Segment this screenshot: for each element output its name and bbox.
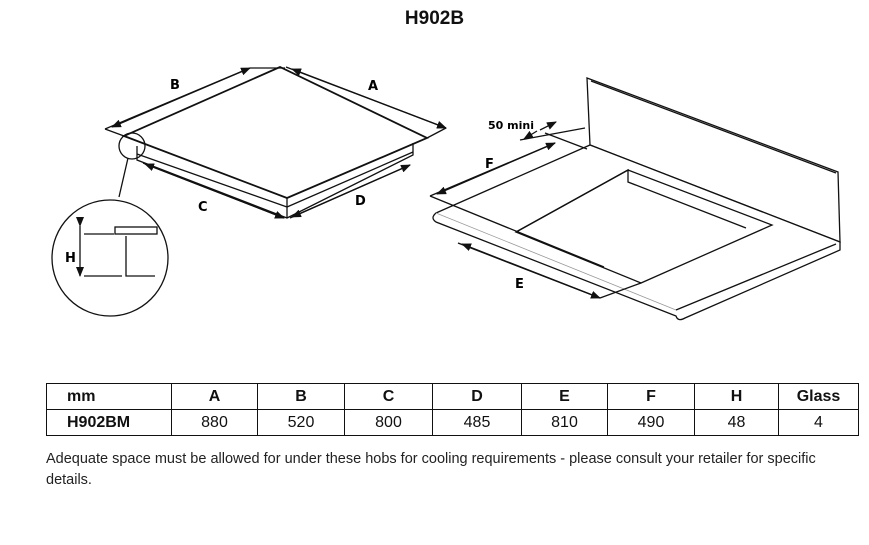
header-cell: H	[694, 383, 779, 410]
table-header-row: mm A B C D E F H Glass	[46, 383, 859, 410]
header-cell: F	[607, 383, 695, 410]
cooling-note: Adequate space must be allowed for under…	[46, 451, 816, 488]
label-a: A	[368, 79, 378, 94]
cell: H902BM	[46, 409, 172, 436]
cell: 520	[257, 409, 345, 436]
worktop-drawing	[429, 77, 841, 321]
label-50-mini: 50 mini	[488, 119, 534, 132]
header-cell: C	[344, 383, 433, 410]
label-d: D	[355, 194, 366, 209]
cell: 4	[778, 409, 859, 436]
page-title: H902B	[404, 8, 465, 29]
label-b: B	[170, 78, 180, 93]
cell: 48	[694, 409, 779, 436]
header-cell: A	[171, 383, 258, 410]
label-c: C	[198, 200, 208, 215]
table-row: H902BM 880 520 800 485 810 490 48 4	[46, 409, 859, 436]
dimensions-table: mm A B C D E F H Glass H902BM 880 520 80…	[46, 383, 859, 436]
cell: 490	[607, 409, 695, 436]
hob-drawing	[51, 66, 447, 317]
cell: 800	[344, 409, 433, 436]
cell: 810	[521, 409, 608, 436]
label-e: E	[515, 277, 524, 292]
header-cell: B	[257, 383, 345, 410]
label-h: H	[65, 251, 76, 266]
header-cell: D	[432, 383, 522, 410]
header-cell: mm	[46, 383, 172, 410]
cell: 485	[432, 409, 522, 436]
label-f: F	[485, 157, 494, 172]
header-cell: Glass	[778, 383, 859, 410]
cell: 880	[171, 409, 258, 436]
header-cell: E	[521, 383, 608, 410]
